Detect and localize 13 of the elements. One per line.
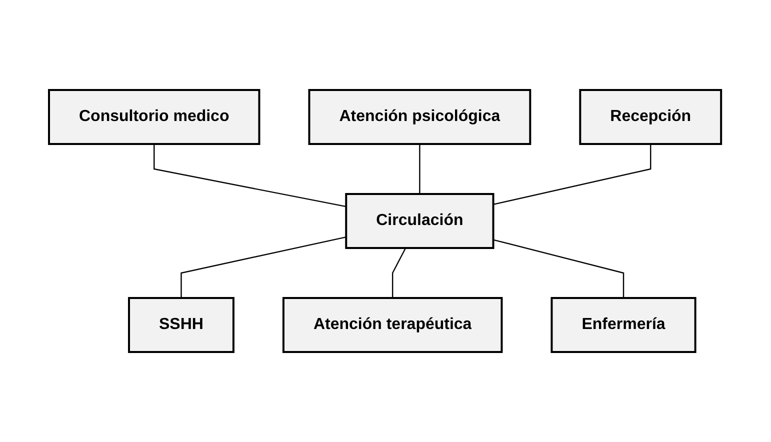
connector [392, 248, 407, 298]
connector [494, 239, 625, 298]
connector [181, 236, 347, 298]
node-box: Atención terapéutica [282, 297, 504, 353]
node-box: Consultorio medico [48, 89, 261, 145]
node-box: SSHH [128, 297, 235, 353]
connector [154, 144, 347, 208]
node-box: Atención psicológica [308, 89, 532, 145]
node-box: Circulación [346, 193, 495, 249]
node-box: Enfermería [551, 297, 697, 353]
node-box: Recepción [580, 89, 723, 145]
connector [420, 144, 421, 194]
connector [494, 144, 652, 206]
